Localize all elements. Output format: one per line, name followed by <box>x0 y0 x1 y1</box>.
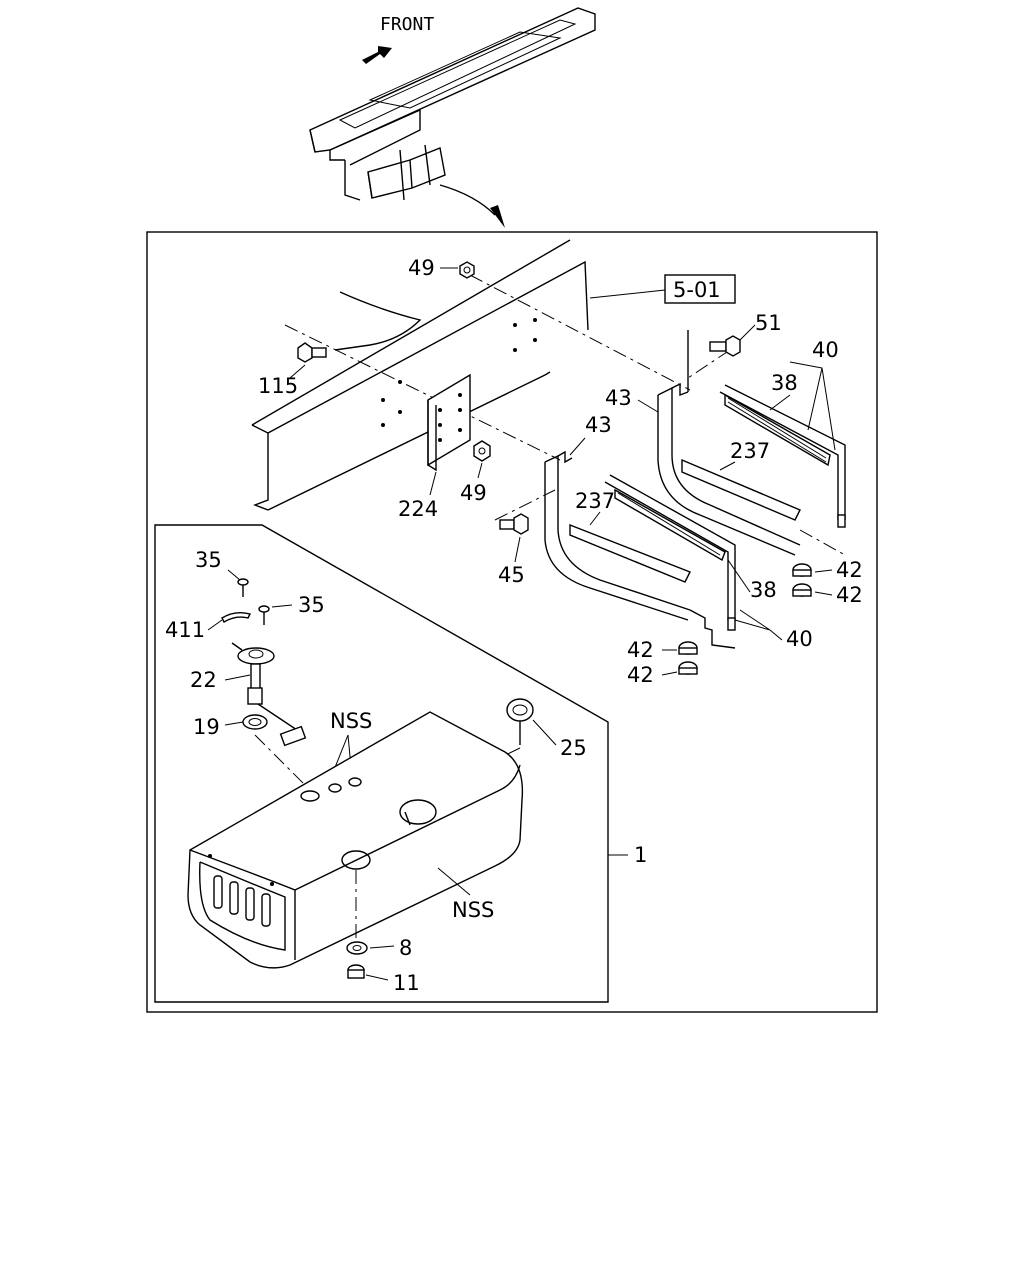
bolt-115 <box>297 342 327 363</box>
nut-49-lower <box>473 440 491 462</box>
chassis-frame-rail <box>251 239 589 511</box>
callout-237-rear: 237 <box>730 439 770 463</box>
callout-8: 8 <box>399 936 412 960</box>
callout-45: 45 <box>498 563 525 587</box>
section-ref-label: 5-01 <box>673 278 721 302</box>
callout-nss-upper: NSS <box>330 709 372 733</box>
callout-43-rear: 43 <box>605 386 632 410</box>
callout-49-lower: 49 <box>460 481 487 505</box>
bolt-51 <box>709 335 741 357</box>
detail-frame <box>146 231 878 1013</box>
callout-42-b: 42 <box>836 583 863 607</box>
drain-plug-11 <box>347 964 365 979</box>
nut-42-b <box>792 583 812 597</box>
callout-nss-lower: NSS <box>452 898 494 922</box>
callout-42-a: 42 <box>836 558 863 582</box>
callout-40-front: 40 <box>786 627 813 651</box>
washer-8 <box>346 941 368 955</box>
callout-38-front: 38 <box>750 578 777 602</box>
screw-35-a <box>237 578 249 597</box>
callout-22: 22 <box>190 668 217 692</box>
filler-cap-25 <box>506 698 534 745</box>
callout-11: 11 <box>393 971 420 995</box>
chassis-overview: FRONT <box>309 7 596 228</box>
nut-42-d <box>678 661 698 675</box>
callout-43-front: 43 <box>585 413 612 437</box>
bracket-224 <box>427 373 471 472</box>
callout-25: 25 <box>560 736 587 760</box>
callout-1: 1 <box>634 843 647 867</box>
callout-51: 51 <box>755 311 782 335</box>
tank-assembly-frame <box>154 524 609 1003</box>
callout-35-b: 35 <box>298 593 325 617</box>
callout-237-front: 237 <box>575 489 615 513</box>
callout-40-rear: 40 <box>812 338 839 362</box>
section-ref-box[interactable] <box>664 274 736 304</box>
callout-35-a: 35 <box>195 548 222 572</box>
callout-19: 19 <box>193 715 220 739</box>
tank-mini <box>367 147 446 199</box>
fuel-tank-body <box>187 711 524 969</box>
clip-411 <box>221 611 252 623</box>
nut-42-c <box>678 641 698 655</box>
callout-42-c: 42 <box>627 638 654 662</box>
gasket-19 <box>242 714 268 730</box>
callout-49-top: 49 <box>408 256 435 280</box>
callout-224: 224 <box>398 497 438 521</box>
fuel-gauge-unit-22 <box>231 642 307 747</box>
screw-35-b <box>258 605 270 625</box>
zoom-arrow <box>439 184 496 216</box>
callout-115: 115 <box>258 374 298 398</box>
front-arrow-icon <box>362 46 392 64</box>
nut-49-top <box>459 261 475 279</box>
callout-42-d: 42 <box>627 663 654 687</box>
tank-band-rear <box>657 330 846 556</box>
tank-band-front <box>544 450 736 649</box>
callout-38-rear: 38 <box>771 371 798 395</box>
bolt-45 <box>499 513 529 535</box>
callout-411: 411 <box>165 618 205 642</box>
front-label: FRONT <box>380 14 434 35</box>
nut-42-a <box>792 563 812 577</box>
